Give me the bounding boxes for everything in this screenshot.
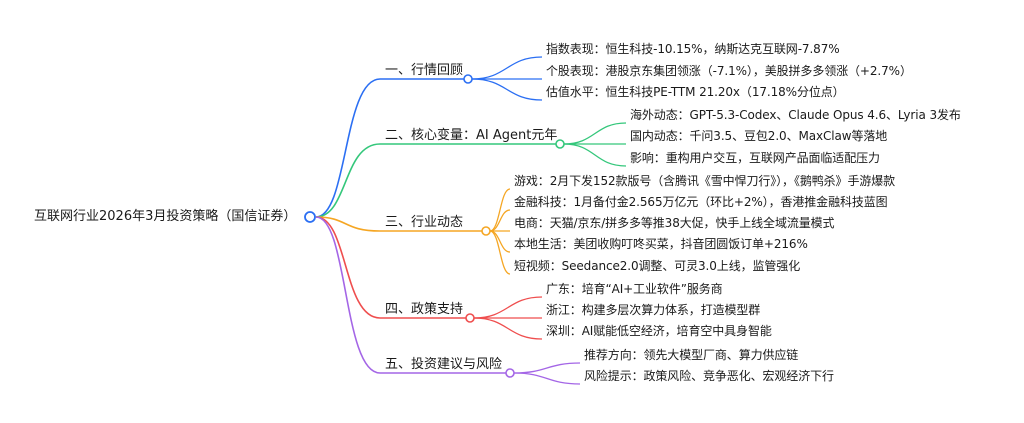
branch-node-circle — [463, 74, 473, 84]
leaf-topic[interactable]: 推荐方向：领先大模型厂商、算力供应链 — [584, 348, 799, 362]
leaf-topic[interactable]: 电商：天猫/京东/拼多多等推38大促，快手上线全域流量模式 — [514, 216, 835, 230]
leaf-topic[interactable]: 金融科技：1月备付金2.565万亿元（环比+2%），香港推金融科技蓝图 — [514, 195, 888, 209]
branch-topic-market-review[interactable]: 一、行情回顾 — [385, 63, 464, 78]
branch-leaf-connector — [471, 78, 543, 101]
branch-leaf-connector — [473, 317, 543, 340]
root-node-circle — [304, 211, 316, 223]
leaf-topic[interactable]: 影响：重构用户交互，互联网产品面临适配压力 — [630, 151, 880, 165]
leaf-topic[interactable]: 深圳：AI赋能低空经济，培育空中具身智能 — [546, 324, 772, 338]
leaf-topic[interactable]: 指数表现：恒生科技-10.15%，纳斯达克互联网-7.87% — [546, 42, 840, 56]
branch-leaf-connector — [513, 362, 581, 374]
root-branch-connector — [315, 143, 381, 218]
leaf-topic[interactable]: 海外动态：GPT-5.3-Codex、Claude Opus 4.6、Lyria… — [630, 108, 961, 122]
branch-leaf-connector — [489, 230, 511, 253]
branch-leaf-connector — [471, 56, 543, 80]
root-branch-connector — [315, 216, 381, 374]
leaf-topic[interactable]: 个股表现：港股京东集团领涨（-7.1%），美股拼多多领涨（+2.7%） — [546, 64, 912, 78]
root-branch-connector — [315, 78, 381, 218]
leaf-topic[interactable]: 游戏：2月下发152款版号（含腾讯《雪中悍刀行》），《鹅鸭杀》手游爆款 — [514, 174, 896, 188]
branch-leaf-connector — [513, 372, 581, 385]
branch-topic-policy-support[interactable]: 四、政策支持 — [385, 302, 464, 317]
branch-topic-industry-dynamics[interactable]: 三、行业动态 — [385, 215, 464, 230]
branch-leaf-connector — [473, 296, 543, 319]
leaf-topic[interactable]: 短视频：Seedance2.0调整、可灵3.0上线，监管强化 — [514, 259, 801, 273]
branch-node-circle — [465, 313, 475, 323]
root-topic[interactable]: 互联网行业2026年3月投资策略（国信证券） — [34, 209, 297, 224]
leaf-topic[interactable]: 广东：培育“AI+工业软件”服务商 — [546, 282, 723, 296]
branch-node-circle — [555, 139, 565, 149]
branch-leaf-connector — [563, 122, 627, 145]
branch-leaf-connector — [489, 230, 511, 275]
leaf-topic[interactable]: 浙江：构建多层次算力体系，打造模型群 — [546, 303, 761, 317]
branch-node-circle — [505, 368, 515, 378]
branch-node-circle — [481, 226, 491, 236]
branch-leaf-connector — [563, 143, 627, 167]
branch-topic-core-variable[interactable]: 二、核心变量：AI Agent元年 — [385, 128, 558, 143]
leaf-topic[interactable]: 国内动态：千问3.5、豆包2.0、MaxClaw等落地 — [630, 129, 888, 143]
branch-leaf-connector — [489, 188, 511, 232]
leaf-topic[interactable]: 估值水平：恒生科技PE-TTM 21.20x（17.18%分位点） — [546, 85, 845, 99]
branch-leaf-connector — [489, 209, 511, 232]
branch-topic-investment-advice[interactable]: 五、投资建议与风险 — [385, 357, 503, 372]
root-branch-connector — [315, 216, 381, 319]
leaf-topic[interactable]: 风险提示：政策风险、竞争恶化、宏观经济下行 — [584, 369, 834, 383]
leaf-topic[interactable]: 本地生活：美团收购叮咚买菜，抖音团圆饭订单+216% — [514, 237, 808, 251]
root-branch-connector — [315, 216, 381, 232]
